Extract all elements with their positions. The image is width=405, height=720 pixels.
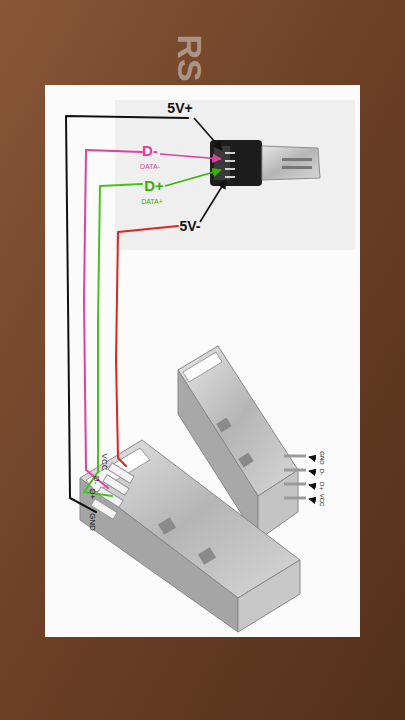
signal-label: D+ (144, 178, 164, 193)
pointer-arrows (160, 118, 226, 222)
paper-sheet (45, 85, 360, 637)
wires (66, 116, 188, 512)
pin-label: VCC (100, 454, 108, 471)
pin-label: VCC (319, 494, 325, 507)
pin-label: D- (319, 469, 325, 475)
pink-wire (84, 150, 142, 488)
pin-label: D+ (88, 489, 96, 499)
watermark: RS (173, 34, 207, 81)
pin-label: GND (319, 451, 325, 464)
signal-label: D- (142, 143, 158, 158)
black-wire (66, 116, 188, 512)
pin-label: 5V+ (167, 101, 192, 115)
red-wire (116, 226, 178, 466)
pin-label: 5V- (179, 219, 200, 233)
pin-label: D+ (319, 482, 325, 490)
signal-note: DATA+ (141, 198, 163, 205)
pin-label: GND (88, 513, 96, 531)
photo-panel (115, 100, 355, 250)
usb-a-connector-left (80, 440, 300, 632)
micro-usb-plug (210, 140, 320, 186)
pin-label: D- (92, 476, 100, 484)
signal-note: DATA- (140, 163, 160, 170)
